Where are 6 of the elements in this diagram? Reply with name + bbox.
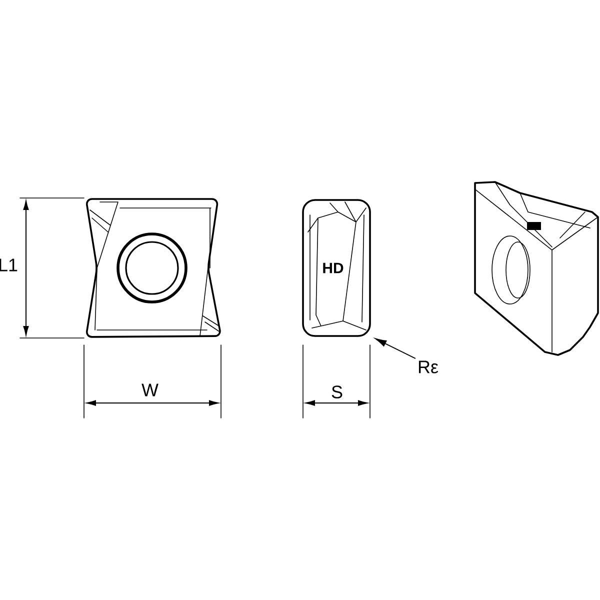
marking-text: HD <box>323 262 344 274</box>
insert-side-view-drawing <box>302 199 371 337</box>
dimension-label: S <box>332 386 342 398</box>
dimension-label: W <box>142 384 158 396</box>
leader-line <box>375 338 416 359</box>
radius-label: Rε <box>418 360 438 374</box>
